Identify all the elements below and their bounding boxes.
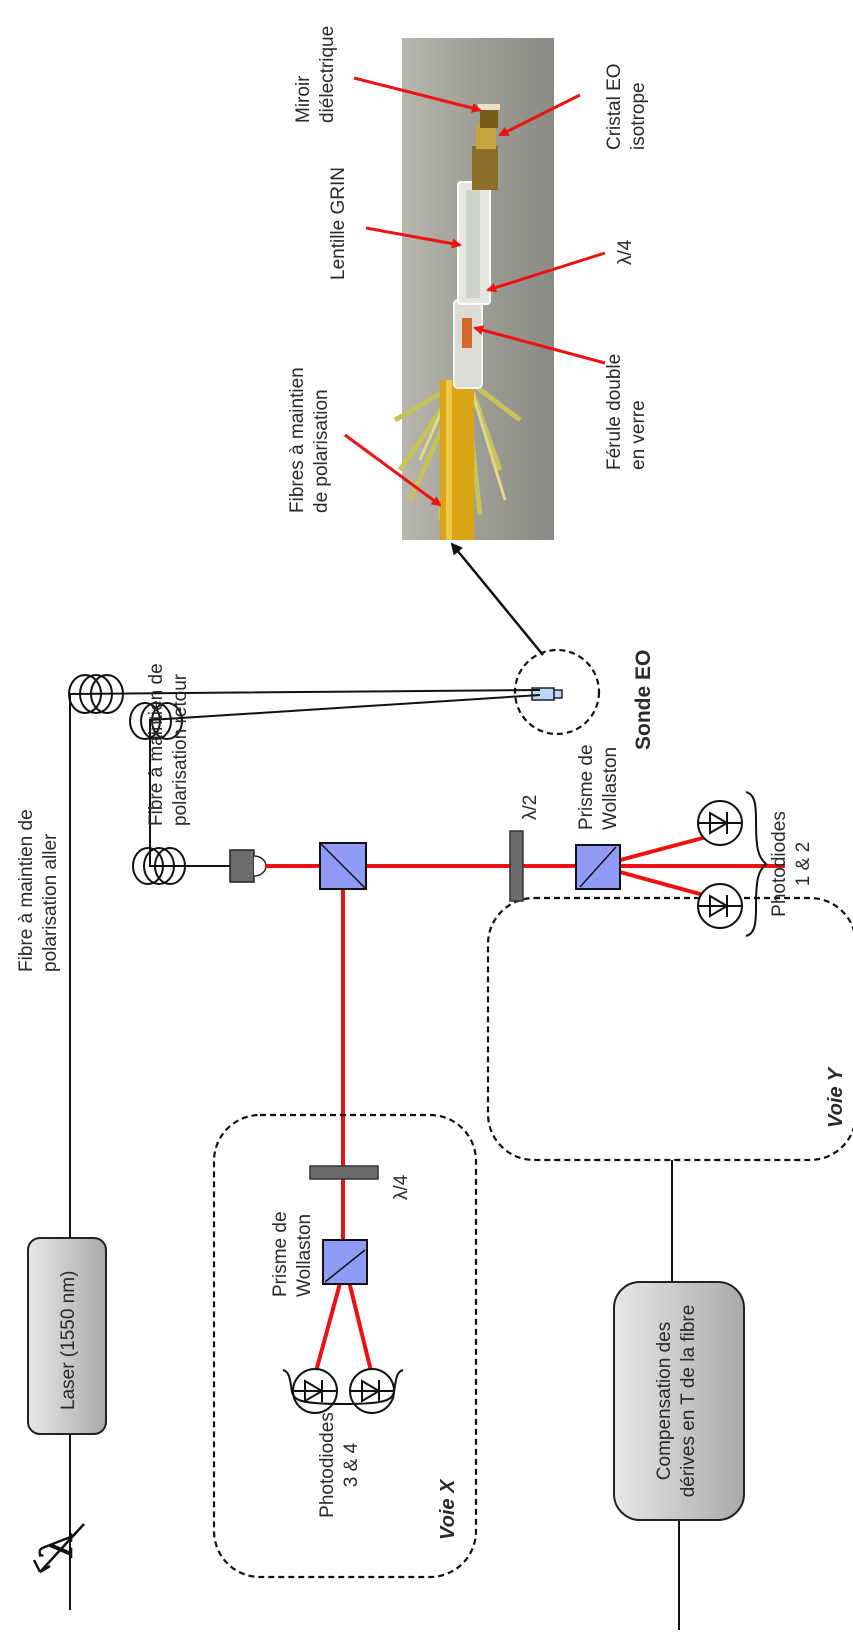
lambda4-plate-x: [310, 1166, 378, 1179]
label-compensation-2: dérives en T de la fibre: [678, 1305, 699, 1498]
fibre-retour: [150, 695, 540, 866]
polarizing-beam-splitter: [320, 843, 366, 889]
label-laser: Laser (1550 nm): [58, 1271, 79, 1410]
photodiode-3: [293, 1369, 337, 1413]
label-lambda2-y: λ/2: [520, 795, 541, 820]
label-photodiodes-34-1: Photodiodes: [317, 1412, 338, 1518]
photodiode-2: [698, 884, 742, 928]
photodiode-4: [350, 1369, 394, 1413]
eo-crystal: [480, 108, 498, 128]
label-isotrope: isotrope: [628, 82, 649, 150]
label-ferule-double: Férule double: [604, 354, 625, 470]
label-photodiodes-12-1: Photodiodes: [769, 811, 790, 917]
voie-y-box: [488, 898, 853, 1160]
label-dielectrique: diélectrique: [317, 26, 338, 123]
label-sonde-eo: Sonde EO: [632, 650, 655, 750]
label-fibres-maintien: Fibres à maintien: [287, 367, 308, 513]
label-voie-x: Voie X: [437, 1478, 459, 1540]
label-photo-lambda4: λ/4: [615, 239, 636, 265]
fibre-aller: [70, 690, 540, 1610]
label-fibre-aller-1: Fibre à maintien de: [16, 809, 37, 972]
label-photodiodes-34-2: 3 & 4: [341, 1442, 362, 1487]
wollaston-prism-y: [576, 845, 620, 889]
label-de-polarisation: de polarisation: [311, 389, 332, 513]
photodiode-1: [698, 801, 742, 845]
label-wollaston-y-1: Prisme de: [576, 744, 597, 830]
label-fibre-aller-2: polarisation aller: [40, 833, 61, 972]
label-fibre-retour-1: Fibre à maintien de: [146, 663, 167, 826]
lambda2-plate-y: [510, 831, 523, 901]
label-lambda4-x: λ/4: [391, 1174, 412, 1200]
label-fibre-retour-2: polarisation retour: [170, 673, 191, 826]
label-cristal-eo: Cristal EO: [604, 63, 625, 150]
label-lentille-grin: Lentille GRIN: [328, 167, 349, 280]
arrow-to-photo: [452, 544, 543, 655]
label-miroir: Miroir: [293, 75, 314, 123]
wollaston-prism-x: [323, 1240, 367, 1284]
lambda-symbol: λ: [32, 1532, 83, 1560]
label-wollaston-x-1: Prisme de: [270, 1211, 291, 1297]
label-photodiodes-12-2: 1 & 2: [793, 842, 814, 886]
label-wollaston-y-2: Wollaston: [600, 747, 621, 830]
label-voie-y: Voie Y: [825, 1066, 847, 1128]
dielectric-mirror: [478, 104, 500, 110]
label-en-verre: en verre: [628, 400, 649, 470]
probe-photo: [395, 38, 554, 540]
collimator: [230, 850, 266, 882]
fibre-cable: [440, 380, 474, 540]
label-wollaston-x-2: Wollaston: [294, 1214, 315, 1297]
label-compensation-1: Compensation des: [654, 1322, 675, 1480]
